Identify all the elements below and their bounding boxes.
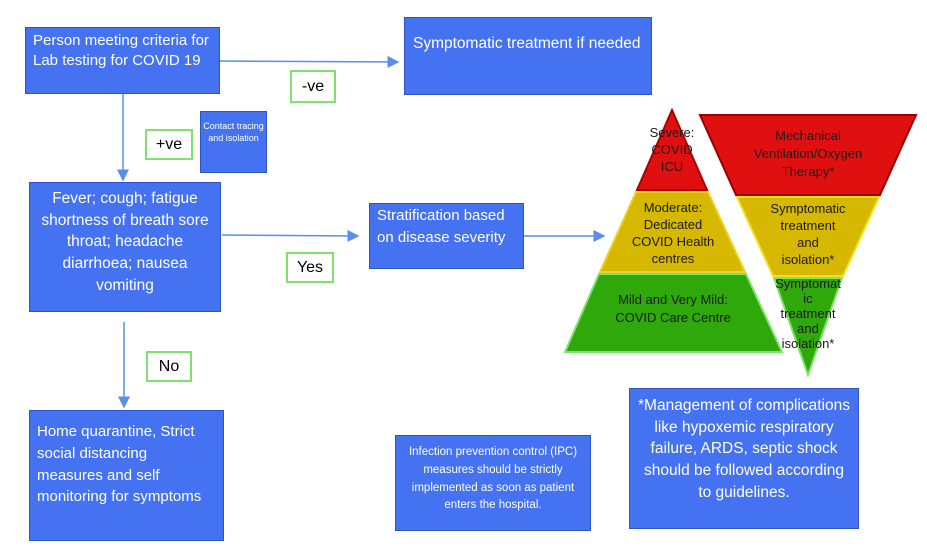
pyramid-mild bbox=[563, 273, 784, 353]
inverted-green-text: treatment bbox=[781, 306, 836, 321]
inverted-yellow-text: treatment bbox=[781, 218, 836, 233]
symptoms-box: Fever; cough; fatigue shortness of breat… bbox=[29, 182, 221, 312]
inverted-green-text: isolation* bbox=[782, 336, 835, 351]
arrow-negative bbox=[219, 55, 400, 68]
inverted-red-text: Mechanical bbox=[775, 128, 841, 143]
contact-tracing-box: Contact tracing and isolation bbox=[200, 111, 267, 173]
management-box: *Management of complications like hypoxe… bbox=[629, 388, 859, 529]
inverted-green-text: Symptomat bbox=[775, 276, 841, 291]
lab-testing-box: Person meeting criteria for Lab testing … bbox=[25, 27, 220, 94]
yes-label: Yes bbox=[286, 252, 334, 283]
negative-label: -ve bbox=[290, 70, 336, 103]
inverted-yellow bbox=[735, 196, 881, 277]
pyramid-severe-text: ICU bbox=[661, 159, 683, 174]
severity-pyramid bbox=[563, 107, 784, 353]
positive-label: +ve bbox=[145, 129, 193, 160]
inverted-yellow-text: and bbox=[797, 235, 819, 250]
symptomatic-treatment-box: Symptomatic treatment if needed bbox=[404, 17, 652, 95]
inverted-green bbox=[772, 277, 844, 379]
inverted-yellow-text: isolation* bbox=[782, 252, 835, 267]
pyramid-severe-text: Severe: bbox=[650, 125, 695, 140]
pyramid-mild-text: COVID Care Centre bbox=[615, 310, 731, 325]
arrow-yes bbox=[221, 229, 360, 242]
inverted-red bbox=[698, 114, 918, 196]
inverted-green-text: and bbox=[797, 321, 819, 336]
pyramid-moderate-text: centres bbox=[652, 251, 695, 266]
inverted-green-text: ic bbox=[803, 291, 813, 306]
pyramid-moderate-text: Dedicated bbox=[644, 217, 703, 232]
ipc-box: Infection prevention control (IPC) measu… bbox=[395, 435, 591, 531]
pyramid-severe bbox=[635, 107, 709, 191]
treatment-inverted-pyramid bbox=[698, 114, 918, 379]
pyramid-moderate-text: Moderate: bbox=[644, 200, 703, 215]
pyramid-severe-text: COVID bbox=[651, 142, 692, 157]
inverted-red-text: Ventilation/Oxygen bbox=[754, 146, 862, 161]
pyramid-moderate bbox=[598, 191, 747, 273]
stratification-box: Stratification based on disease severity bbox=[369, 203, 524, 269]
no-label: No bbox=[146, 351, 192, 382]
pyramid-moderate-text: COVID Health bbox=[632, 234, 714, 249]
inverted-yellow-text: Symptomatic bbox=[770, 201, 846, 216]
inverted-red-text: Therapy* bbox=[782, 164, 835, 179]
home-quarantine-box: Home quarantine, Strict social distancin… bbox=[29, 410, 224, 541]
pyramid-mild-text: Mild and Very Mild: bbox=[618, 292, 728, 307]
